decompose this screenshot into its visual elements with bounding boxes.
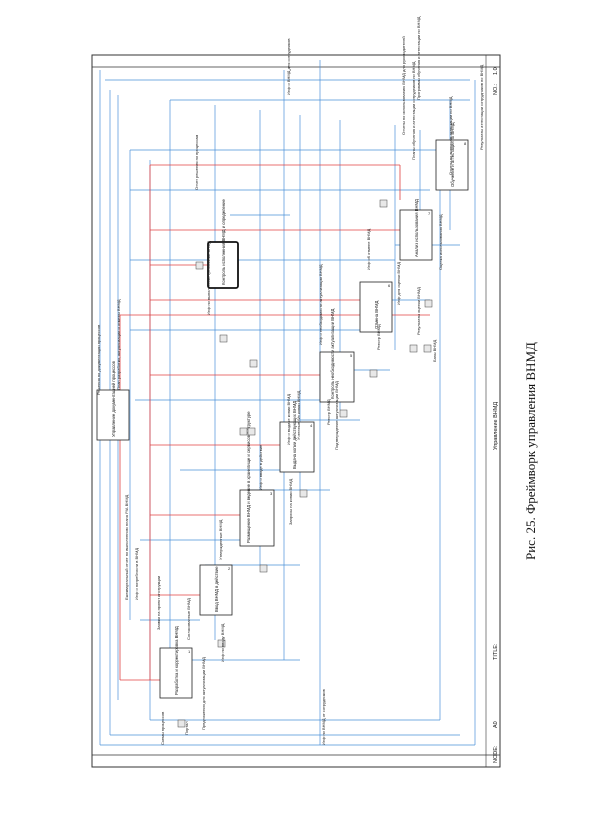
diagram-frame [91,54,501,768]
activity-box-a5: Контроль необходимости актуализации ВНМД… [319,309,355,403]
arrow-label: Инф об отмене ВНМД [366,229,371,270]
svg-text:7: 7 [428,211,431,216]
svg-text:Обучение и аттестация по ВНМД: Обучение и аттестация по ВНМД [450,122,455,187]
arrow-label: Инф о выдаче копии ВНМД [286,394,291,445]
svg-text:Управление документацией проце: Управление документацией процессов [111,360,116,437]
arrow-label: Портал [184,721,189,735]
svg-text:3: 3 [270,491,273,496]
svg-text:5: 5 [350,353,353,358]
arrow-label: Оценка использования ВНМД [438,214,443,270]
arrow-label: Инф о потребности в ВНМД [134,548,139,600]
activity-box-a9: Управление документацией процессов [96,360,130,441]
arrow-label: Подтверждение актуализации ВНМД [334,381,339,450]
arrow-label: Схемы процессов [160,712,165,745]
svg-text:4: 4 [310,423,313,428]
svg-text:Контроль необходимости актуали: Контроль необходимости актуализации ВНМД [330,309,335,399]
no-field: NO.: 1.0 [493,67,499,95]
activity-box-a2: Ввод ВНМД в действие 2 [199,564,233,616]
svg-text:Контроль исполнения ВНМД и опр: Контроль исполнения ВНМД и определение [221,199,226,285]
svg-text:Отмена ВНМД: Отмена ВНМД [374,301,379,329]
activity-box-a4: Выдача копии действующих ВНМД 4 [279,401,315,473]
arrow-label: Реестр ВНМД [376,324,381,350]
arrow-label: Результаты оценки ВНМД [416,287,421,335]
arrow-label: Программы обучения и аттестации по ВНМД [416,16,421,100]
activity-box-a8: Обучение и аттестация по ВНМД 8 [435,122,469,191]
arrow-label: Запросы на копии ВНМД [288,479,293,525]
arrow-label: Инф о вводе в действие [258,444,263,490]
svg-text:TITLE:: TITLE: [493,643,499,660]
arrow-label: Планы обучения и аттестации сотрудников … [411,61,416,160]
title-field: TITLE: [493,643,499,660]
svg-text:Разработка и корректировка ВНМ: Разработка и корректировка ВНМД [174,626,179,695]
mechanism-markers [177,199,433,728]
svg-text:Анализ использования ВНМД: Анализ использования ВНМД [414,199,419,257]
svg-text:Рис. 25. Фреймворк управления: Рис. 25. Фреймворк управления ВНМД [523,342,538,560]
svg-text:1.0: 1.0 [493,67,499,75]
svg-text:8: 8 [464,141,467,146]
arrow-label: Инф по выполнению требований ВНМД [206,241,211,315]
title-value: Управление ВНМД [493,402,499,450]
svg-text:A0: A0 [493,721,499,728]
activity-box-a7: Анализ использования ВНМД 7 [399,199,433,261]
arrow-label: Инф о ВНМД для сотрудников [286,39,291,95]
arrow-label: Предложения для актуализации ВНМД [201,657,206,730]
svg-text:Выдача копии действующих ВНМД: Выдача копии действующих ВНМД [292,401,297,469]
activity-box-a6: Отмена ВНМД 6 [359,281,393,333]
arrow-label: Утвержденные ВНМД [218,519,223,560]
svg-text:6: 6 [388,283,391,288]
arrow-label: Реестр ВНМД [326,399,331,425]
arrow-label: Ежеквартальный отчет по выполнению плана… [124,494,129,600]
arrow-label: Инф о необходимости актуализации ВНМД [318,264,323,345]
arrow-label: План разработки, актуализации и отмены В… [116,299,121,390]
control-arrows [119,164,430,681]
arrow-label: Базы ВНМД [432,339,437,362]
activity-box-a1: Разработка и корректировка ВНМД 1 [159,626,193,699]
activity-box-a3: Размещение ВНМД и ведение в хранилище и … [239,411,275,547]
arrow-label: Инф по вводу ВНМД [220,623,225,662]
arrow-label: Отчеты по вопросам аттестации по ВНМД [448,96,453,175]
arrow-label: Отчет решения по процессам [194,135,199,190]
arrow-label: Учтенные б/н копии ВНМД [296,390,301,440]
svg-text:1: 1 [188,649,191,654]
arrow-label: Инф для оценки ВНМД [396,262,401,305]
arrow-label: Согласованные ВНМД [186,598,191,640]
svg-text:Размещение ВНМД и ведение в хр: Размещение ВНМД и ведение в хранилище и … [246,411,251,543]
figure-caption: Рис. 25. Фреймворк управления ВНМД [523,342,538,560]
svg-text:2: 2 [228,566,231,571]
arrow-label: Инф по ВНМД от сотрудников [321,689,326,745]
svg-text:Управление ВНМД: Управление ВНМД [493,402,499,450]
arrow-label: Отчеты по использованию ВНМД для руковод… [401,36,406,135]
arrow-label: Результаты аттестации сотрудников по ВНМ… [479,64,484,150]
arrow-label: Заявки на проект инструкции [156,576,161,630]
arrow-label-layer: Решения по документации процессов План р… [96,16,484,745]
svg-text:Ввод ВНМД в действие: Ввод ВНМД в действие [214,566,219,612]
arrow-label: Решения по документации процессов [96,325,101,395]
svg-text:NODE:: NODE: [493,745,499,763]
node-field: NODE: A0 [493,721,499,763]
activity-box-a10: Контроль исполнения ВНМД и определение [207,199,239,289]
svg-text:NO.:: NO.: [493,83,499,95]
